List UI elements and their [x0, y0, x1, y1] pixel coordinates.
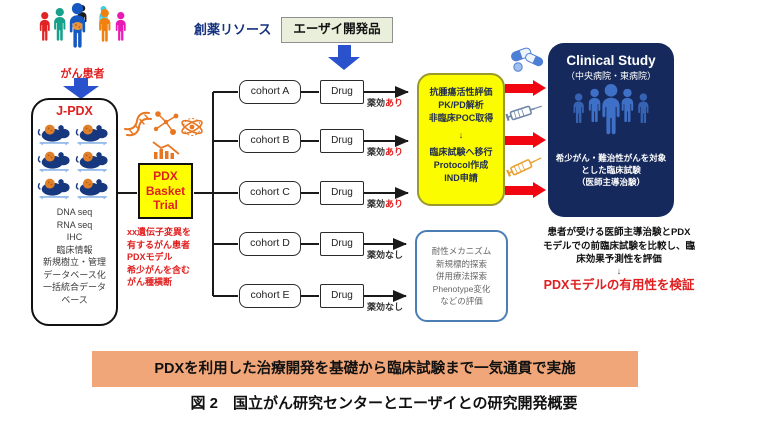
jpdx-detail-line: データベース化 [43, 269, 106, 280]
efficacy-suffix: あり [385, 199, 404, 209]
evaluation-line: モデルでの前臨床試験を比較し、臨 [542, 240, 695, 252]
pills-icon [511, 47, 544, 72]
basket-note-line: 希少がんを含む [127, 264, 191, 275]
cohort-c-box: cohort C [239, 181, 301, 205]
summary-banner: PDXを利用した治療開発を基礎から臨床試験まで一気通貫で実施 [92, 351, 638, 387]
efficacy-prefix: 薬効 [367, 250, 386, 260]
pdx-utility-highlight: PDXモデルの有用性を検証 [543, 277, 695, 292]
efficacy-label-a: 薬効あり [367, 96, 415, 109]
exploration-line: 耐性メカニズム [431, 246, 492, 256]
drug-box-d: Drug [320, 232, 364, 256]
efficacy-suffix: なし [385, 250, 404, 260]
basket-note-line: xx遺伝子変異を [127, 227, 192, 237]
evaluation-line: 患者が受ける医師主導治験とPDX [547, 227, 691, 238]
basket-trial-note: xx遺伝子変異を 有するがん患者 PDXモデル 希少がんを含む がん種横断 [127, 226, 213, 289]
efficacy-prefix: 薬効 [367, 98, 386, 108]
preclinical-line: 非臨床POC取得 [428, 113, 494, 123]
clinical-study-box: Clinical Study （中央病院・東病院） 希少がん・難治性がんを対象 … [548, 43, 674, 217]
mouse-icon [75, 121, 111, 146]
drug-discovery-resources-label: 創薬リソース [194, 22, 272, 37]
efficacy-prefix: 薬効 [367, 147, 386, 157]
red-arrow-icon [505, 181, 546, 198]
efficacy-suffix: あり [385, 147, 404, 157]
clinical-line: 希少がん・難治性がんを対象 [555, 153, 667, 163]
jpdx-detail-line: IHC [66, 232, 83, 242]
down-arrow-text: ↓ [458, 130, 464, 140]
exploration-line: 併用療法探索 [435, 271, 487, 281]
clinical-study-description: 希少がん・難治性がんを対象 とした臨床試験 （医師主導治験） [548, 152, 674, 188]
efficacy-label-e: 薬効なし [367, 300, 415, 313]
preclinical-line: 臨床試験へ移行 [429, 147, 493, 157]
pdx-basket-trial-box: PDX Basket Trial [138, 163, 193, 219]
jpdx-detail-line: DNA seq [56, 207, 93, 217]
eisai-development-products-box: エーザイ開発品 [281, 17, 393, 43]
efficacy-prefix: 薬効 [367, 199, 386, 209]
cancer-patients-label: がん患者 [60, 68, 105, 80]
mouse-icon [75, 148, 111, 173]
clinical-patients-icon [573, 84, 649, 135]
cancer-patients-icon [39, 3, 126, 48]
down-arrow-text: ↓ [616, 265, 622, 276]
pdx-mice-icons [33, 121, 116, 202]
mouse-icon [37, 121, 73, 146]
down-arrow-icon [63, 78, 99, 99]
jpdx-details: DNA seq RNA seq IHC 臨床情報 新規樹立・管理 データベース化… [33, 206, 116, 306]
clinical-study-title: Clinical Study [566, 53, 656, 68]
mouse-icon [37, 175, 73, 200]
molecular-network-icon [153, 111, 179, 135]
dna-icon [124, 111, 152, 137]
evaluation-line: 床効果予測性を評価 [576, 254, 662, 265]
drug-box-a: Drug [320, 80, 364, 104]
basket-note-line: PDXモデル [127, 252, 173, 262]
mouse-icon [75, 175, 111, 200]
preclinical-line: 抗腫瘍活性評価 [429, 87, 493, 97]
jpdx-repository-box: J-PDX DNA seq RNA seq IHC 臨床情報 新規樹立・管理 デ… [31, 98, 118, 326]
basket-note-line: がん種横断 [127, 277, 173, 287]
resistance-exploration-box: 耐性メカニズム 新規標的探索 併用療法探索 Phenotype変化 などの評価 [415, 230, 508, 322]
jpdx-detail-line: 新規樹立・管理 [42, 257, 106, 267]
mouse-icon [37, 148, 73, 173]
preclinical-line: Protocol作成 [433, 160, 489, 170]
clinical-study-hospitals: （中央病院・東病院） [565, 71, 656, 81]
utility-evaluation-text: 患者が受ける医師主導治験とPDX モデルでの前臨床試験を比較し、臨 床効果予測性… [518, 226, 720, 292]
efficacy-prefix: 薬効 [367, 302, 386, 312]
preclinical-line: IND申請 [444, 173, 478, 183]
red-arrow-icon [505, 79, 546, 96]
jpdx-detail-line: 臨床情報 [56, 244, 93, 255]
pdx-basket-trial-label: PDX Basket Trial [145, 169, 186, 213]
basket-note-line: 有するがん患者 [127, 239, 191, 250]
clinical-line: とした臨床試験 [581, 165, 641, 175]
cohort-e-box: cohort E [239, 284, 301, 308]
efficacy-suffix: あり [385, 98, 404, 108]
efficacy-label-b: 薬効あり [367, 145, 415, 158]
exploration-line: などの評価 [440, 296, 483, 306]
jpdx-detail-line: RNA seq [56, 219, 93, 230]
jpdx-title: J-PDX [56, 104, 93, 118]
syringe-blue-icon [505, 105, 542, 121]
cohort-a-box: cohort A [239, 80, 301, 104]
drug-box-e: Drug [320, 284, 364, 308]
preclinical-evaluation-box: 抗腫瘍活性評価 PK/PD解析 非臨床POC取得 ↓ 臨床試験へ移行 Proto… [417, 73, 505, 206]
syringe-orange-icon [506, 157, 542, 177]
figure-caption: 図 2 国立がん研究センターとエーザイとの研究開発概要 [190, 395, 578, 412]
exploration-line: Phenotype変化 [432, 283, 491, 294]
cohort-b-box: cohort B [239, 129, 301, 153]
cohort-d-box: cohort D [239, 232, 301, 256]
drug-box-c: Drug [320, 181, 364, 205]
red-arrow-icon [505, 131, 546, 148]
efficacy-label-d: 薬効なし [367, 248, 415, 261]
efficacy-label-c: 薬効あり [367, 197, 415, 210]
jpdx-detail-line: ベース [61, 294, 88, 305]
exploration-line: 新規標的探索 [435, 258, 487, 269]
efficacy-suffix: なし [385, 302, 404, 312]
preclinical-line: PK/PD解析 [438, 100, 484, 110]
clinical-line: （医師主導治験） [576, 177, 645, 187]
jpdx-detail-line: 一括統合データ [42, 282, 106, 292]
data-chart-icon [152, 141, 180, 159]
down-arrow-icon [328, 45, 360, 70]
drug-box-b: Drug [320, 129, 364, 153]
atom-icon [181, 118, 203, 136]
